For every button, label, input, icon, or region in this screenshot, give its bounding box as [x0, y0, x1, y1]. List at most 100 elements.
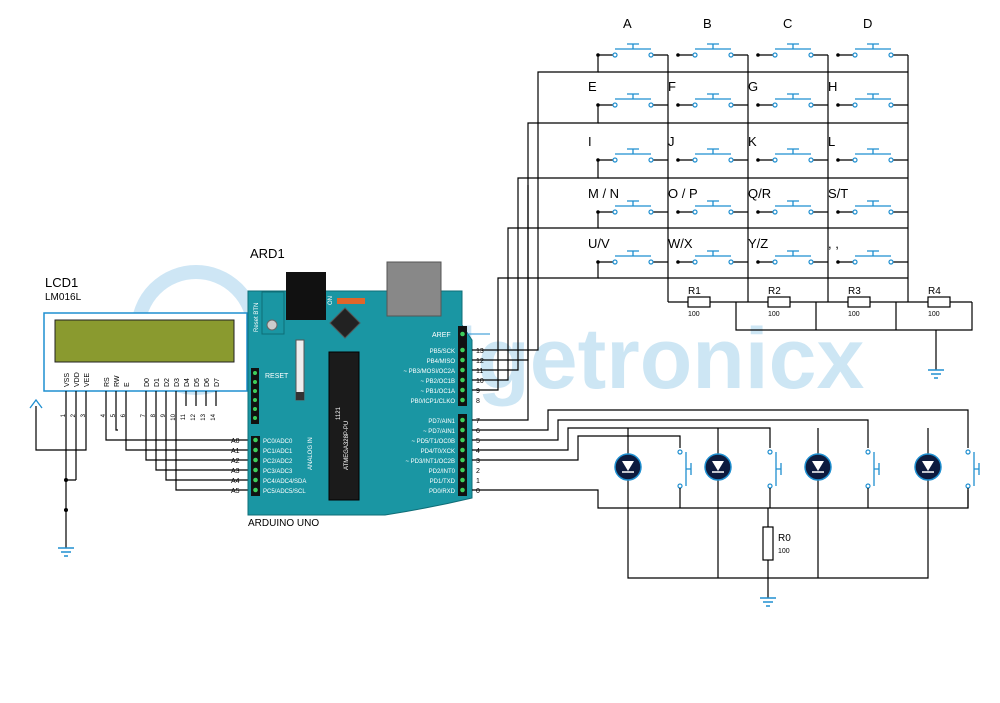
digital-pin-number: 12	[476, 358, 484, 365]
lcd-pin-number: 4	[101, 413, 107, 417]
push-button-icon	[865, 449, 880, 508]
digital-pin-label: PB5/SCK	[430, 349, 455, 355]
keypad-key-label: B	[703, 16, 712, 31]
digital-pin-label: PD4/T0/XCK	[421, 449, 455, 455]
digital-pin-label: PB0/ICP1/CLKO	[411, 399, 456, 405]
digital-low-header	[458, 414, 467, 496]
keypad-key-label: E	[588, 79, 597, 94]
lcd-pin-number: 11	[181, 413, 187, 420]
chip-sub: 1121	[336, 406, 342, 420]
keypad-key-label: Q/R	[748, 186, 771, 201]
keypad-button: K	[748, 134, 828, 163]
keypad-key-label: Y/Z	[748, 236, 768, 251]
keypad-button: D	[836, 16, 908, 58]
lcd-pin-name: VDD	[74, 372, 81, 387]
keypad-key-label: W/X	[668, 236, 693, 251]
keypad-button: A	[596, 16, 668, 58]
header-pin	[253, 380, 257, 384]
analog-ext-label: A1	[231, 448, 240, 455]
resistor-ref: R3	[848, 286, 861, 297]
r0-group: R0 100	[627, 369, 944, 607]
r0-resistor	[762, 526, 774, 561]
led-icon	[804, 428, 832, 486]
push-button-icon	[965, 449, 980, 508]
aref-label: AREF	[432, 332, 451, 339]
led-icon	[614, 428, 642, 486]
resistor-value: 100	[688, 311, 700, 318]
analog-ext-label: A2	[231, 458, 240, 465]
digital-pin	[460, 437, 465, 443]
lcd-pin-number: 7	[141, 413, 147, 417]
digital-pin-label: PB4/MISO	[427, 359, 456, 365]
lcd-pin-name: D7	[214, 378, 221, 387]
digital-pin	[460, 367, 465, 373]
keypad-button: S/T	[828, 186, 908, 215]
resistor-value: 100	[768, 311, 780, 318]
lcd-screen	[54, 319, 235, 363]
keypad-button: E	[588, 79, 668, 108]
keypad-key-label: C	[783, 16, 792, 31]
resistor-value: 100	[928, 311, 940, 318]
digital-pin	[460, 347, 465, 353]
analog-pin	[253, 477, 258, 483]
lcd-module: LCD1 LM016L VSS1VDD2VEE3RS4RW5E6D07D18D2…	[43, 275, 248, 421]
r0-value: 100	[778, 548, 790, 555]
keypad-key-label: S/T	[828, 186, 848, 201]
lcd-pin-number: 9	[161, 413, 167, 417]
digital-pin	[460, 417, 465, 423]
reset-button-icon	[266, 319, 278, 331]
keypad-button: O / P	[668, 186, 748, 215]
lcd-pin-name: D6	[204, 378, 211, 387]
header-pin	[253, 416, 257, 420]
power-jack	[286, 272, 326, 320]
keypad-button: B	[676, 16, 748, 58]
keypad-key-label: G	[748, 79, 758, 94]
digital-pin	[460, 457, 465, 463]
push-button-icon	[767, 449, 782, 508]
digital-pin	[460, 467, 465, 473]
r0-ref: R0	[778, 533, 791, 544]
lcd-pin-name: D4	[184, 378, 191, 387]
ground-icon-lcd	[58, 547, 74, 557]
reset-btn-label: Reset BTN	[254, 303, 260, 332]
digital-pin	[460, 387, 465, 393]
analog-in-label: ANALOG IN	[308, 437, 314, 470]
keypad-button: , ,	[828, 236, 908, 265]
header-pin	[253, 398, 257, 402]
keypad-button: Y/Z	[748, 236, 828, 265]
lcd-pins: VSS1VDD2VEE3RS4RW5E6D07D18D29D310D411D51…	[61, 372, 221, 420]
digital-pin-label: PD2/INT0	[429, 469, 456, 475]
lcd-ref: LCD1	[45, 275, 78, 290]
lcd-pin-number: 3	[81, 413, 87, 417]
keypad-button: G	[748, 79, 828, 108]
digital-pin-label: ~ PB3/MOSI/OC2A	[403, 369, 455, 375]
lcd-pin-number: 1	[61, 413, 67, 417]
keypad-button: I	[588, 134, 668, 163]
keypad-button: Q/R	[748, 186, 828, 215]
led-icon	[704, 428, 732, 486]
digital-pin-number: 13	[476, 348, 484, 355]
on-label: ON	[328, 296, 334, 305]
lcd-pin-number: 10	[171, 413, 177, 420]
lcd-model: LM016L	[45, 292, 82, 303]
arduino-uno: ARD1 Reset BTN ON ATMEGA328P-PU 1121 RES…	[231, 246, 490, 529]
digital-high-header	[458, 326, 467, 406]
resistor-ref: R1	[688, 286, 701, 297]
lcd-pin-name: VSS	[64, 373, 71, 387]
digital-pin-label: ~ PD5/T1/OC0B	[411, 439, 455, 445]
analog-pin-label: PC0/ADC0	[263, 439, 293, 445]
lcd-pin-name: D0	[144, 378, 151, 387]
digital-pin-number: 10	[476, 378, 484, 385]
lcd-pin-name: E	[124, 382, 131, 387]
keypad-key-label: M / N	[588, 186, 619, 201]
digital-pin	[460, 377, 465, 383]
lcd-pin-number: 13	[201, 413, 207, 420]
digital-pin-number: 3	[476, 458, 480, 465]
keypad-key-label: , ,	[828, 236, 839, 251]
analog-ext-label: A3	[231, 468, 240, 475]
